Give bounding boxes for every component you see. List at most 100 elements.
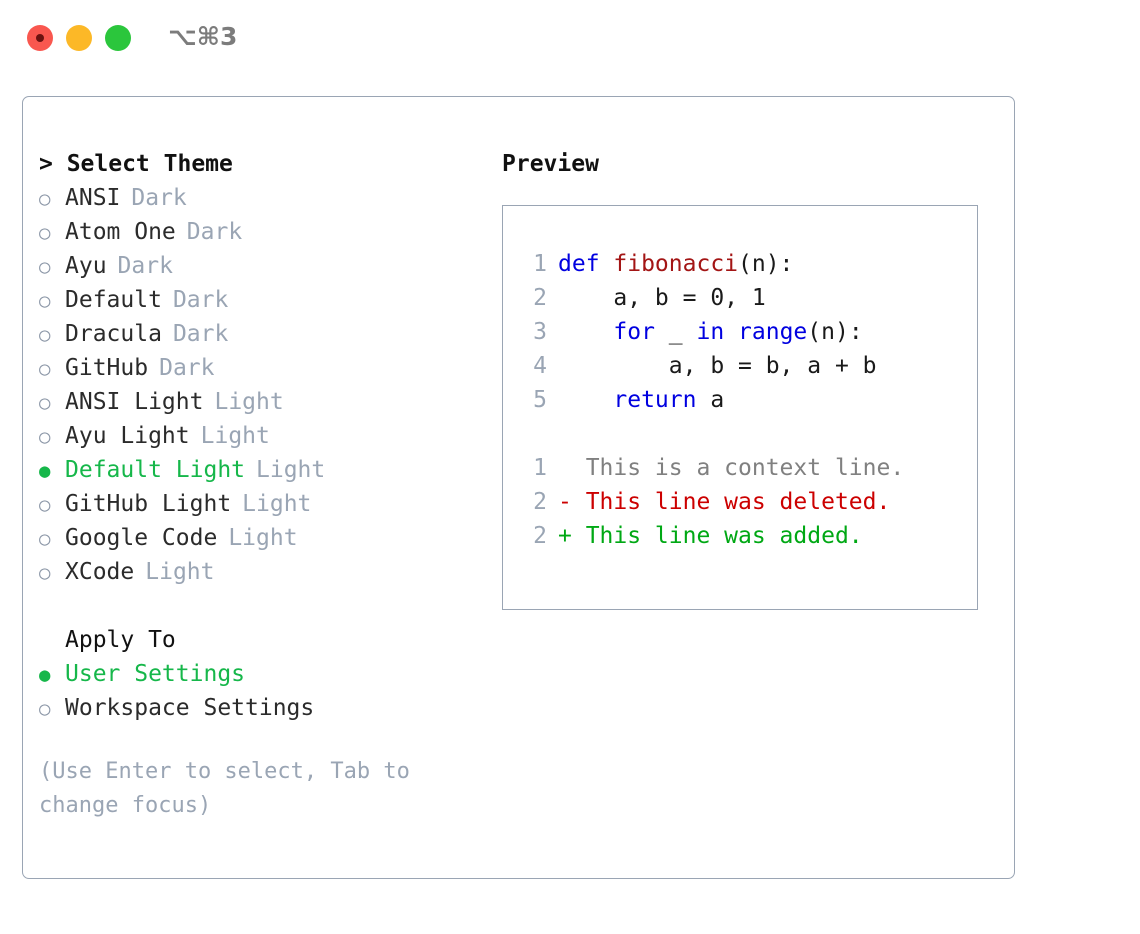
token-del: - This line was deleted. — [558, 489, 891, 515]
diff-line: 2 - This line was deleted. — [517, 485, 971, 519]
theme-option-github[interactable]: ○ GitHub Dark — [39, 351, 499, 385]
theme-option-tag: Dark — [159, 355, 215, 381]
token-kw: return — [613, 387, 697, 413]
radio-unselected-icon: ○ — [39, 324, 51, 346]
traffic-lights — [27, 25, 131, 51]
theme-option-label: Ayu Light — [65, 423, 190, 449]
radio-selected-icon: ● — [39, 664, 51, 686]
theme-option-label: ANSI — [65, 185, 121, 211]
theme-option-tag: Light — [256, 457, 326, 483]
diff-line: 2+ This line was added. — [517, 519, 971, 553]
theme-option-default-light[interactable]: ● Default Light Light — [39, 453, 499, 487]
code-text: for _ in range(n): — [558, 315, 863, 349]
radio-unselected-icon: ○ — [39, 392, 51, 414]
theme-option-github-light[interactable]: ○ GitHub Light Light — [39, 487, 499, 521]
line-number: 2 — [533, 285, 547, 311]
theme-option-label: Atom One — [65, 219, 176, 245]
keyboard-shortcut-label: ⌥⌘3 — [168, 22, 238, 51]
code-text: a, b = 0, 1 — [558, 281, 766, 315]
radio-selected-icon: ● — [39, 460, 51, 482]
token-txt: (n): — [738, 251, 794, 277]
code-text: return a — [558, 383, 724, 417]
token-fn: fibonacci — [613, 251, 739, 277]
radio-unselected-icon: ○ — [39, 698, 51, 720]
theme-option-tag: Light — [228, 525, 298, 551]
theme-option-label: Google Code — [65, 525, 218, 551]
apply-to-option-label: User Settings — [65, 661, 246, 687]
theme-option-tag: Dark — [172, 287, 229, 313]
token-txt — [724, 319, 738, 345]
theme-option-ansi-light[interactable]: ○ ANSI Light Light — [39, 385, 499, 419]
radio-unselected-icon: ○ — [39, 358, 51, 380]
token-kw: range — [738, 319, 808, 345]
apply-to-option-workspace-settings[interactable]: ○ Workspace Settings — [39, 691, 499, 725]
theme-option-google-code[interactable]: ○ Google Code Light — [39, 521, 499, 555]
minimize-button[interactable] — [66, 25, 92, 51]
theme-option-label: Ayu — [65, 253, 107, 279]
radio-unselected-icon: ○ — [39, 256, 51, 278]
keyboard-hint-text: (Use Enter to select, Tab to change focu… — [39, 759, 410, 818]
line-number: 1 — [533, 251, 547, 277]
theme-option-dracula[interactable]: ○ Dracula Dark — [39, 317, 499, 351]
radio-unselected-icon: ○ — [39, 426, 51, 448]
apply-to-heading: Apply To — [65, 627, 176, 653]
code-line: 1 def fibonacci(n): — [517, 247, 971, 281]
theme-option-ansi[interactable]: ○ ANSI Dark — [39, 181, 499, 215]
apply-to-option-label: Workspace Settings — [65, 695, 315, 721]
zoom-button[interactable] — [105, 25, 131, 51]
theme-option-label: Dracula — [65, 321, 162, 347]
token-txt — [558, 319, 613, 345]
theme-option-label: Default Light — [65, 457, 246, 483]
diff-line: 1 This is a context line. — [517, 451, 971, 485]
line-number: 2 — [533, 489, 547, 515]
theme-option-tag: Dark — [172, 321, 229, 347]
code-line: 2 a, b = 0, 1 — [517, 281, 971, 315]
radio-unselected-icon: ○ — [39, 528, 51, 550]
theme-option-label: XCode — [65, 559, 135, 585]
theme-option-tag: Dark — [117, 253, 173, 279]
theme-option-tag: Light — [214, 389, 284, 415]
token-txt: a, b = b, a + b — [558, 353, 877, 379]
token-txt — [558, 387, 613, 413]
radio-unselected-icon: ○ — [39, 290, 51, 312]
line-number: 5 — [533, 387, 547, 413]
theme-option-label: ANSI Light — [65, 389, 204, 415]
apply-to-option-user-settings[interactable]: ● User Settings — [39, 657, 499, 691]
title-bar: ⌥⌘3 — [0, 0, 1140, 78]
token-kw: def — [558, 251, 614, 277]
radio-unselected-icon: ○ — [39, 222, 51, 244]
code-line: 5 return a — [517, 383, 971, 417]
theme-option-label: GitHub — [65, 355, 149, 381]
theme-option-label: Default — [65, 287, 162, 313]
code-text: def fibonacci(n): — [558, 247, 793, 281]
preview-heading: Preview — [502, 151, 599, 177]
radio-unselected-icon: ○ — [39, 188, 51, 210]
apply-to-option-list[interactable]: ● User Settings ○ Workspace Settings — [39, 657, 499, 725]
theme-option-tag: Light — [145, 559, 215, 585]
line-number: 1 — [533, 455, 547, 481]
theme-option-default[interactable]: ○ Default Dark — [39, 283, 499, 317]
token-txt: a, b = 0, 1 — [558, 285, 766, 311]
code-text: a, b = b, a + b — [558, 349, 877, 383]
theme-option-tag: Dark — [131, 185, 187, 211]
theme-option-ayu[interactable]: ○ Ayu Dark — [39, 249, 499, 283]
code-text: This is a context line. — [558, 451, 905, 485]
token-txt: (n): — [807, 319, 863, 345]
close-button[interactable] — [27, 25, 53, 51]
token-add: + This line was added. — [558, 523, 863, 549]
token-ctx: This is a context line. — [558, 455, 905, 481]
theme-option-tag: Light — [242, 491, 312, 517]
radio-unselected-icon: ○ — [39, 494, 51, 516]
theme-option-label: GitHub Light — [65, 491, 232, 517]
code-text: - This line was deleted. — [558, 485, 890, 519]
